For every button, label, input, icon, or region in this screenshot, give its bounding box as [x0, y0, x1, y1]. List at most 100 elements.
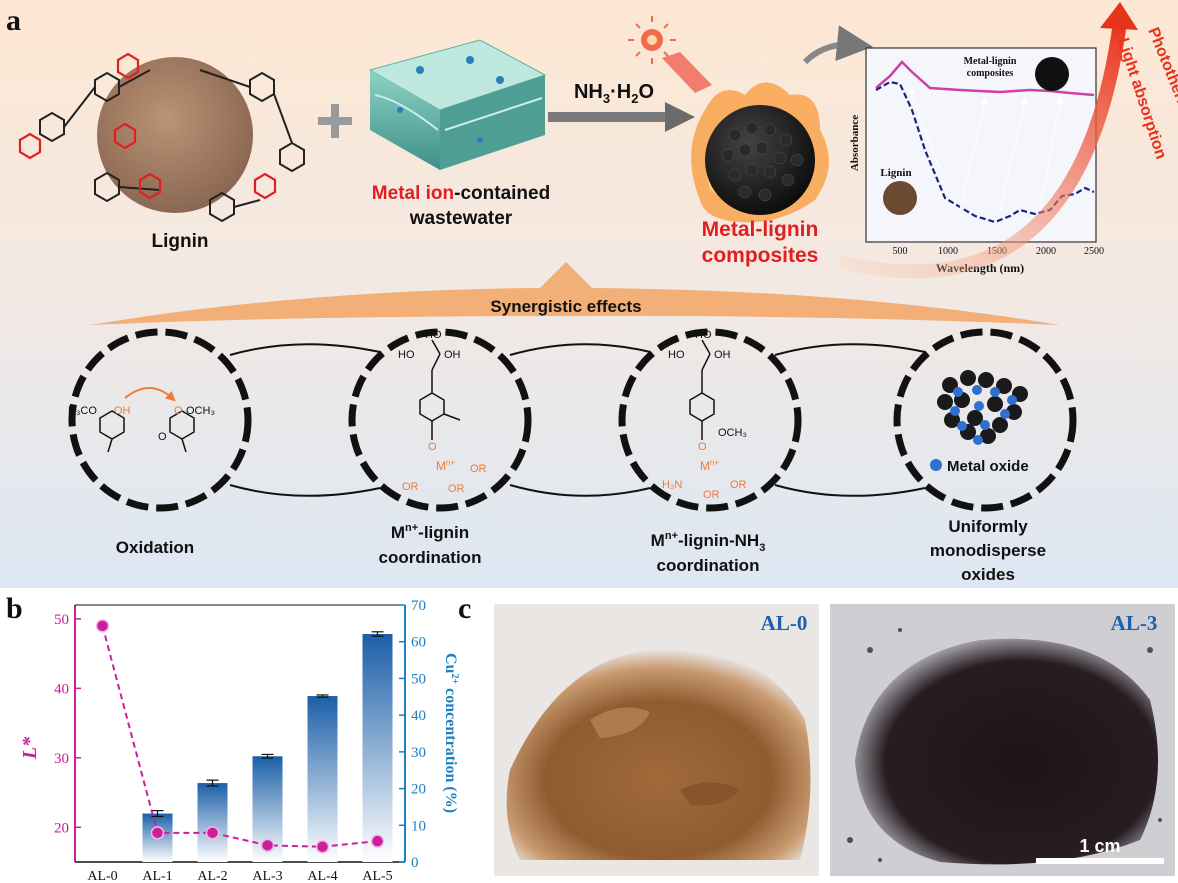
left-tick-label: 40 — [54, 681, 69, 697]
right-tick-label: 60 — [411, 635, 426, 651]
reagent-label: NH3·H2O — [574, 81, 654, 106]
x-tick-label: AL-4 — [307, 869, 337, 883]
scale-bar-label: 1 cm — [1079, 836, 1120, 856]
mechanism-label-lignin-coordination: Mn+-lignin — [391, 522, 469, 542]
metal-oxide-label: Metal oxide — [947, 458, 1029, 475]
photothermal-arc-arrow — [838, 21, 1127, 279]
mechanism-circle-oxides — [893, 328, 1077, 512]
right-tick-label: 0 — [411, 855, 419, 871]
mech-label-sub: 3 — [759, 542, 765, 554]
oxidation-chem-structure: H₃CO OH O OCH₃ O — [68, 387, 215, 453]
mechanism-connectors — [229, 343, 926, 497]
mechanism-circle-oxidation — [68, 328, 252, 512]
left-tick-label: 20 — [54, 820, 69, 836]
mechanism-label-oxides-line1: Uniformly — [948, 517, 1028, 536]
chem-h3n: H₃N — [662, 479, 682, 491]
synergistic-label: Synergistic effects — [490, 297, 641, 316]
composites-label-line2: composites — [702, 244, 819, 267]
photo-al-0-label: AL-0 — [761, 611, 808, 635]
wastewater-label-red: Metal ion — [372, 183, 454, 204]
lignin-structure-illustration — [18, 52, 305, 223]
cu-concentration-bar — [197, 783, 228, 862]
left-tick-label: 30 — [54, 751, 69, 767]
chem-metal-sup: n+ — [446, 458, 455, 467]
chem-o-orange: O — [698, 441, 707, 453]
reaction-arrow — [548, 102, 695, 132]
nh3-coordination-chem-structure: HO OH HO OCH₃ O Mn+ H₃N OR OR — [662, 329, 747, 501]
mech-label-sup: n+ — [405, 522, 418, 534]
chem-och3: OCH₃ — [186, 405, 215, 417]
inset-composite-curve — [875, 60, 1095, 97]
x-tick-label: AL-1 — [142, 869, 172, 883]
chem-o-orange: O — [174, 405, 183, 417]
mechanism-circle-lignin-coordination — [348, 328, 532, 512]
metal-lignin-composite-ball — [691, 82, 829, 223]
chem-ho: HO — [695, 329, 712, 341]
right-tick-label: 10 — [411, 818, 426, 834]
scale-bar — [1036, 858, 1164, 864]
chem-o-orange: O — [428, 441, 437, 453]
lignin-label: Lignin — [152, 231, 209, 252]
mechanism-label-nh3-coordination: Mn+-lignin-NH3 — [651, 530, 766, 554]
chem-ketone-o: O — [158, 431, 167, 443]
photo-al-3: AL-3 1 cm — [830, 604, 1175, 876]
reagent-prefix: NH — [574, 81, 603, 103]
right-axis-label: Cu2+ concentration (%) — [442, 653, 460, 813]
right-axis-label-suffix: concentration (%) — [442, 684, 459, 813]
panel-c-label: c — [458, 592, 471, 625]
chem-metal-m: M — [700, 459, 710, 473]
reagent-suffix: O — [638, 81, 654, 103]
cu-concentration-bar — [362, 634, 393, 862]
metal-oxide-legend-icon — [930, 459, 942, 471]
cu-error-bar — [151, 809, 164, 818]
mechanism-label-oxidation: Oxidation — [116, 538, 194, 557]
inset-composite-label-line2: composites — [967, 68, 1014, 79]
inset-xtick: 2000 — [1036, 246, 1056, 257]
l-star-point — [315, 839, 330, 854]
synergistic-band — [90, 262, 1060, 325]
x-tick-label: AL-3 — [252, 869, 282, 883]
x-tick-label: AL-0 — [87, 869, 117, 883]
chem-oh: OH — [714, 349, 731, 361]
cu-concentration-bar — [307, 696, 338, 862]
right-axis-label-sup: 2+ — [449, 673, 460, 684]
photo-al-0: AL-0 — [494, 604, 819, 876]
metal-oxide-cluster — [937, 370, 1028, 445]
oxidation-arrow — [124, 387, 176, 402]
photo-al-3-label: AL-3 — [1111, 611, 1158, 635]
x-tick-label: AL-2 — [197, 869, 227, 883]
composites-label-line1: Metal-lignin — [702, 218, 819, 241]
inset-xtick: 2500 — [1084, 246, 1104, 257]
mechanism-label-lignin-coordination-line2: coordination — [379, 548, 482, 567]
inset-lignin-sample-icon — [883, 181, 917, 215]
inset-composite-label-line1: Metal-lignin — [964, 56, 1017, 67]
l-star-point — [370, 834, 385, 848]
inset-xtick: 500 — [893, 246, 908, 257]
reagent-mid: ·H — [610, 81, 631, 103]
right-axis-label-prefix: Cu — [442, 653, 459, 674]
reagent-sub1: 3 — [603, 91, 610, 106]
inset-composite-sample-icon — [1035, 57, 1069, 91]
right-tick-label: 50 — [411, 671, 426, 687]
right-tick-label: 40 — [411, 708, 426, 724]
mechanism-label-oxides-line3: oxides — [961, 565, 1015, 584]
chem-metal: Mn+ — [700, 458, 719, 473]
chem-oh: OH — [444, 349, 461, 361]
mechanism-label-nh3-coordination-line2: coordination — [657, 556, 760, 575]
cu-error-bar — [261, 753, 274, 759]
chem-oh-orange: OH — [114, 405, 131, 417]
mechanism-label-oxides-line2: monodisperse — [930, 541, 1046, 560]
curved-arrow-to-inset — [802, 25, 873, 65]
l-star-point — [95, 619, 110, 633]
wastewater-label-rest: -contained — [454, 183, 550, 204]
photothermal-arrow-head — [1100, 2, 1138, 30]
chem-ho: HO — [398, 349, 415, 361]
chem-metal-sup: n+ — [710, 458, 719, 467]
panel-a-label: a — [6, 4, 21, 37]
left-tick-label: 50 — [54, 612, 69, 628]
wastewater-label-line1: Metal ion-contained — [372, 183, 550, 204]
sun-icon — [628, 16, 676, 64]
cu-error-bar — [316, 694, 329, 698]
